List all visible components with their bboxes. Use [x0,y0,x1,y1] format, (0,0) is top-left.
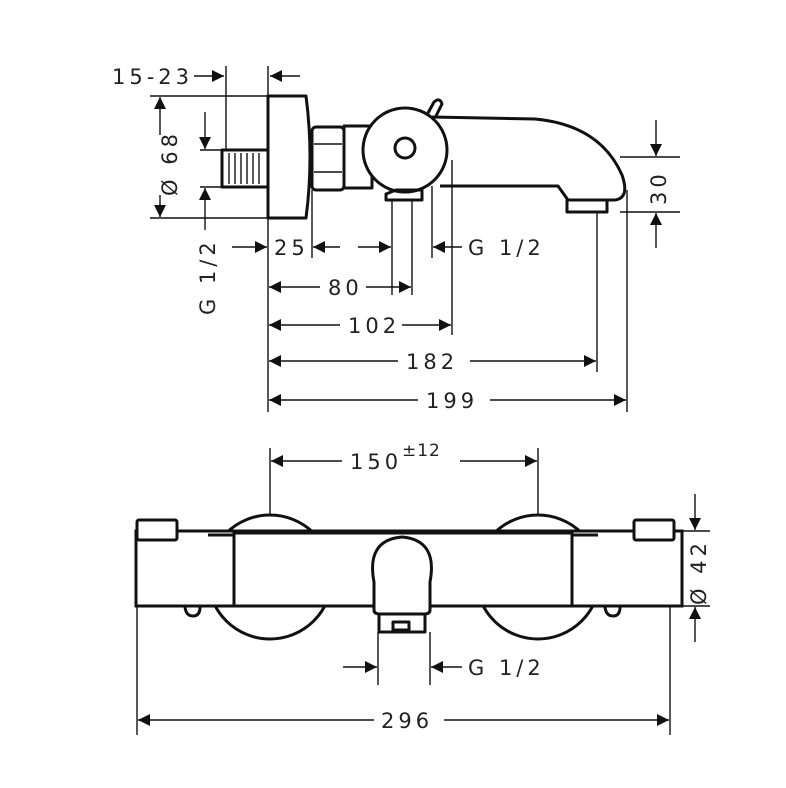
spout-outlet [565,198,609,214]
front-view: 150 ±12 Ø 42 G 1/2 296 [134,441,711,735]
spout-outlet-front [377,612,427,634]
dim-inlet-thread-label: G 1/2 [196,238,220,315]
dim-body-diameter-label: Ø 42 [687,539,711,605]
left-end-cap [135,518,179,542]
threaded-inlet [220,148,270,189]
bottom-port [384,188,424,202]
wall-plate [266,94,312,220]
dim-102-label: 102 [348,314,400,338]
dim-25-label: 25 [274,236,309,260]
spout-front [371,535,433,616]
temperature-knob [361,106,449,194]
outlet-slot [391,620,411,632]
dim-199-label: 199 [426,389,478,413]
spout [431,115,627,202]
knob-lever [426,98,444,117]
bottom-knobs [183,606,622,618]
dim-30-label: 30 [647,170,671,205]
dim-center-distance-label: 150 [350,450,402,474]
hex-nut [310,125,346,192]
dim-total-width-label: 296 [381,709,433,733]
dim-front-outlet-thread-label: G 1/2 [468,656,545,680]
top-view: 15-23 Ø 68 G 1/2 25 G 1/2 80 102 182 199… [112,65,680,413]
dim-wall-diameter-label: Ø 68 [158,130,182,196]
knob-center [393,136,417,160]
dim-outlet-thread-label: G 1/2 [468,236,545,260]
dim-tolerance-label: ±12 [402,441,441,461]
right-end-cap [632,518,676,542]
dim-offset-label: 15-23 [112,65,193,89]
dim-182-label: 182 [406,350,458,374]
dim-80-label: 80 [328,276,363,300]
